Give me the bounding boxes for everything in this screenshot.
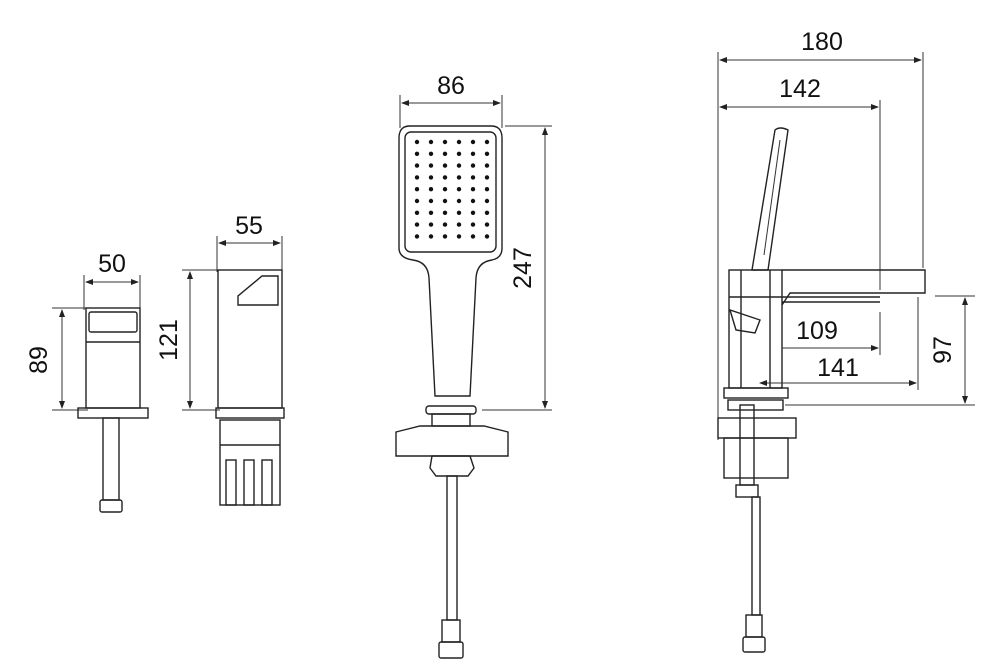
nozzle-dot (442, 163, 448, 168)
nozzle-dot (484, 222, 490, 227)
nozzle-dot (484, 139, 490, 145)
nozzle-dot (442, 151, 448, 156)
nozzle-dot (484, 151, 490, 156)
nozzle-dot (456, 222, 462, 227)
nozzle-dot (428, 175, 434, 180)
nozzle-dot (428, 187, 434, 192)
nozzle-dot (428, 198, 434, 204)
nozzle-dot (456, 187, 462, 192)
shower-width-label: 86 (437, 72, 465, 100)
nozzle-dot (470, 222, 476, 227)
valve-component: 50 89 (25, 250, 149, 513)
valve-height-label: 89 (25, 346, 53, 374)
valve-width-label: 50 (98, 250, 126, 278)
nozzle-dot (484, 210, 490, 215)
nozzle-dot (456, 151, 462, 156)
nozzle-dot (414, 210, 420, 215)
nozzle-dot (428, 151, 434, 156)
nozzle-dot (414, 175, 420, 180)
nozzle-dot (442, 187, 448, 192)
nozzle-dot (414, 198, 420, 204)
nozzle-dot (442, 198, 448, 204)
nozzle-dot (456, 234, 462, 239)
nozzle-dot (428, 210, 434, 215)
hand-shower-component: 86 247 (395, 72, 552, 659)
nozzle-dot (414, 151, 420, 156)
nozzle-dot (470, 234, 476, 239)
diverter-height-label: 121 (155, 319, 183, 361)
nozzle-dot (428, 139, 434, 145)
mixer-side-view: 180 142 109 141 97 (717, 28, 975, 653)
nozzle-dot (442, 210, 448, 215)
nozzle-dot (456, 163, 462, 168)
diverter-width-label: 55 (235, 212, 263, 240)
nozzle-dot (428, 234, 434, 239)
nozzle-dot (456, 198, 462, 204)
shower-height-label: 247 (509, 247, 537, 289)
nozzle-dot (484, 234, 490, 239)
nozzle-dot (442, 222, 448, 227)
nozzle-dot (470, 198, 476, 204)
spout-reach-label: 141 (817, 354, 859, 382)
nozzle-dot (442, 175, 448, 180)
nozzle-dot (484, 198, 490, 204)
nozzle-dot (442, 139, 448, 145)
nozzle-dot (414, 234, 420, 239)
nozzle-dot (414, 222, 420, 227)
nozzle-dot (428, 222, 434, 227)
lower-spout-label: 109 (796, 317, 838, 345)
nozzle-dot (470, 151, 476, 156)
nozzle-dot (414, 163, 420, 168)
nozzle-dot (414, 187, 420, 192)
nozzle-dot (456, 139, 462, 145)
shower-offset-label: 142 (779, 75, 821, 103)
spout-total-label: 180 (801, 28, 843, 56)
nozzle-dot (456, 175, 462, 180)
nozzle-dot (428, 163, 434, 168)
nozzle-dot (456, 210, 462, 215)
nozzle-dot (414, 139, 420, 145)
nozzle-dot (484, 187, 490, 192)
spout-height-label: 97 (929, 336, 957, 364)
nozzle-dot (470, 163, 476, 168)
nozzle-dot (470, 187, 476, 192)
nozzle-dot (442, 234, 448, 239)
nozzle-dot (484, 175, 490, 180)
nozzle-dot (470, 210, 476, 215)
nozzle-dot (470, 175, 476, 180)
nozzle-dot (470, 139, 476, 145)
diverter-component: 55 121 (155, 212, 285, 506)
nozzle-dot (484, 163, 490, 168)
spray-nozzles (414, 139, 490, 239)
